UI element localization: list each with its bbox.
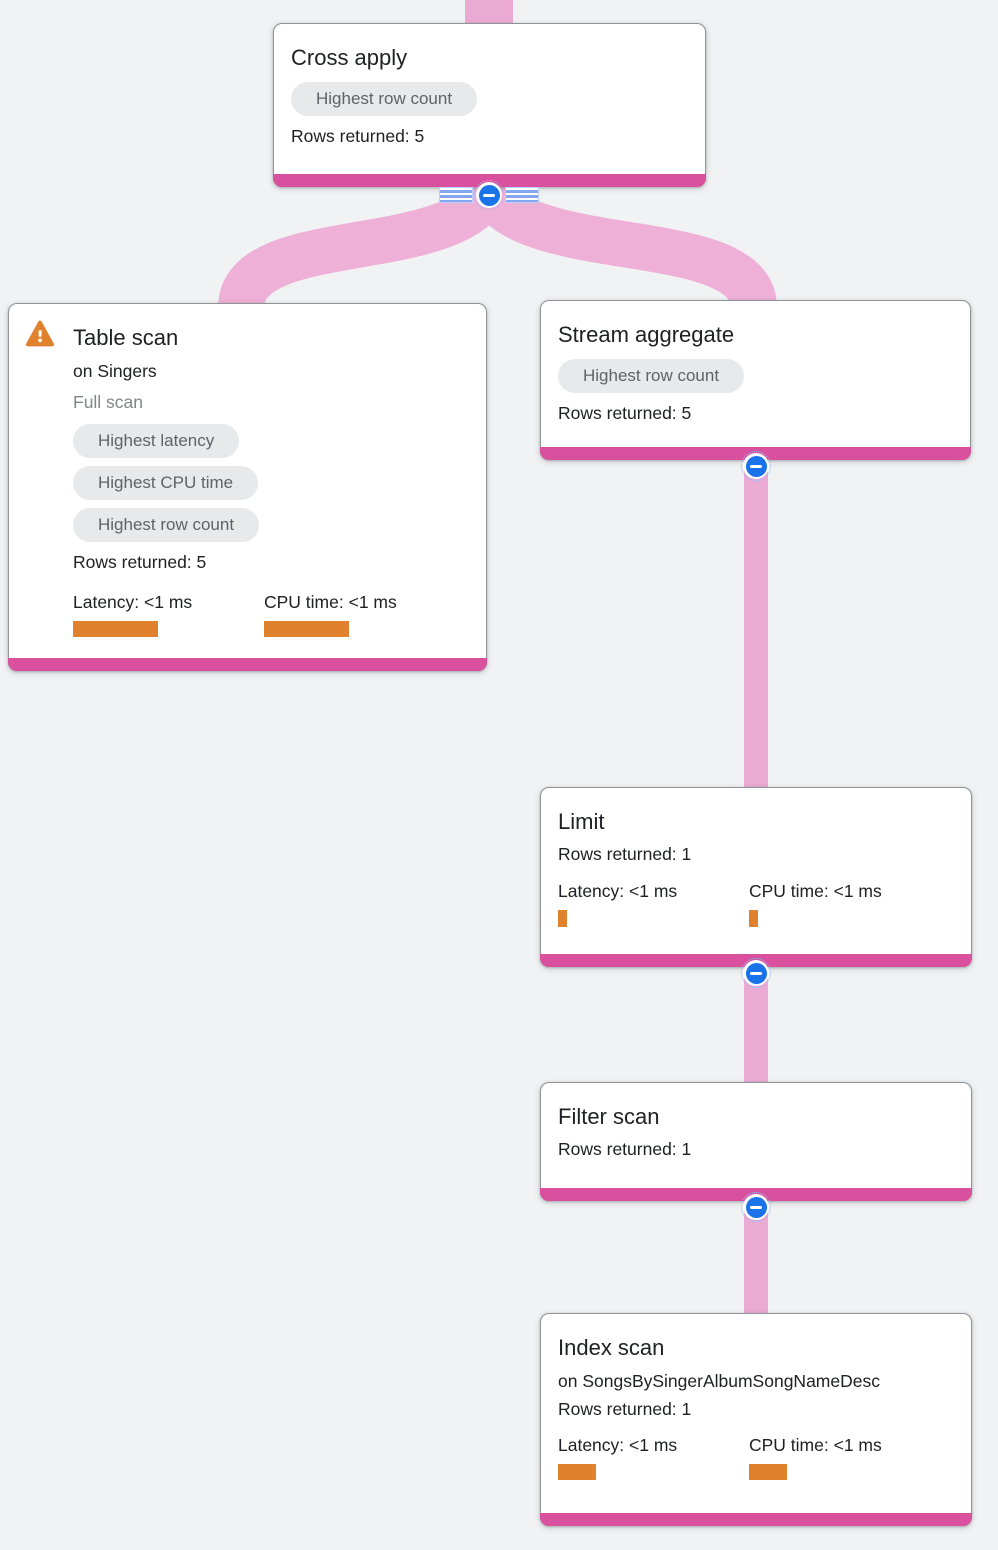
minus-circle-icon xyxy=(745,962,767,984)
edge-cross-apply-to-stream-aggregate xyxy=(468,177,777,312)
node-index-scan[interactable]: Index scan on SongsBySingerAlbumSongName… xyxy=(540,1313,972,1526)
cpu-time-metric: CPU time: <1 ms xyxy=(264,590,455,637)
cpu-time-label: CPU time: <1 ms xyxy=(749,1435,882,1455)
node-table-scan[interactable]: Table scan on Singers Full scan Highest … xyxy=(8,303,487,671)
latency-label: Latency: <1 ms xyxy=(558,1435,678,1455)
node-title: Index scan xyxy=(558,1335,665,1360)
latency-metric: Latency: <1 ms xyxy=(558,1433,749,1480)
node-note: Full scan xyxy=(73,392,144,412)
cpu-time-bar xyxy=(264,621,349,637)
node-accent-bar xyxy=(8,658,487,671)
node-subtitle: on Singers xyxy=(73,361,157,381)
minus-circle-icon xyxy=(478,184,500,206)
node-title: Cross apply xyxy=(291,45,408,70)
badge-highest-row-count: Highest row count xyxy=(73,508,260,542)
node-accent-bar xyxy=(273,174,706,187)
node-filter-scan[interactable]: Filter scan Rows returned: 1 xyxy=(540,1082,972,1201)
node-title: Filter scan xyxy=(558,1104,660,1129)
edge-bundle-stripes-right xyxy=(505,187,539,203)
latency-bar xyxy=(558,1464,596,1480)
cpu-time-bar xyxy=(749,1464,787,1480)
badge-highest-latency: Highest latency xyxy=(73,424,240,458)
collapse-button-cross-apply[interactable] xyxy=(474,180,504,210)
cpu-time-metric: CPU time: <1 ms xyxy=(749,879,940,927)
rows-returned: Rows returned: 5 xyxy=(558,403,692,423)
badge-highest-row-count: Highest row count xyxy=(291,82,478,116)
cpu-time-label: CPU time: <1 ms xyxy=(264,592,397,612)
latency-metric: Latency: <1 ms xyxy=(558,879,749,927)
collapse-button-filter-scan[interactable] xyxy=(741,1192,771,1222)
rows-returned: Rows returned: 5 xyxy=(73,552,207,572)
collapse-button-stream-aggregate[interactable] xyxy=(741,451,771,481)
node-title: Table scan xyxy=(73,325,179,350)
edge-bundle-stripes-left xyxy=(439,187,473,203)
minus-circle-icon xyxy=(745,455,767,477)
minus-circle-icon xyxy=(745,1196,767,1218)
rows-returned: Rows returned: 5 xyxy=(291,126,425,146)
node-cross-apply[interactable]: Cross apply Highest row count Rows retur… xyxy=(273,23,706,187)
collapse-button-limit[interactable] xyxy=(741,958,771,988)
node-accent-bar xyxy=(540,1513,972,1526)
warning-triangle-icon xyxy=(25,320,55,347)
latency-metric: Latency: <1 ms xyxy=(73,590,264,637)
cpu-time-metric: CPU time: <1 ms xyxy=(749,1433,940,1480)
latency-bar xyxy=(558,910,567,927)
edge-cross-apply-to-table-scan xyxy=(218,177,510,311)
node-stream-aggregate[interactable]: Stream aggregate Highest row count Rows … xyxy=(540,300,971,460)
latency-label: Latency: <1 ms xyxy=(558,881,678,901)
cpu-time-bar xyxy=(749,910,758,927)
badge-highest-cpu-time: Highest CPU time xyxy=(73,466,259,500)
badge-highest-row-count: Highest row count xyxy=(558,359,745,393)
rows-returned: Rows returned: 1 xyxy=(558,1399,692,1419)
rows-returned: Rows returned: 1 xyxy=(558,1139,692,1159)
rows-returned: Rows returned: 1 xyxy=(558,844,692,864)
latency-label: Latency: <1 ms xyxy=(73,592,193,612)
latency-bar xyxy=(73,621,158,637)
node-title: Stream aggregate xyxy=(558,322,735,347)
node-limit[interactable]: Limit Rows returned: 1 Latency: <1 ms CP… xyxy=(540,787,972,967)
cpu-time-label: CPU time: <1 ms xyxy=(749,881,882,901)
edge-stream-aggregate-to-limit xyxy=(744,455,768,795)
node-title: Limit xyxy=(558,809,605,834)
node-subtitle: on SongsBySingerAlbumSongNameDesc xyxy=(558,1371,880,1391)
